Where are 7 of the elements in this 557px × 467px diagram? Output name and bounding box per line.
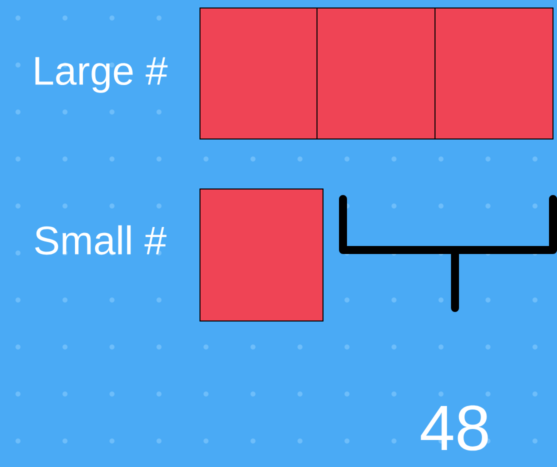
label-text: Large # (35, 57, 168, 93)
label-text: 48 (420, 405, 488, 451)
block (434, 8, 554, 140)
block (200, 8, 318, 140)
block (316, 8, 436, 140)
label-text: Small # (35, 225, 166, 255)
block (200, 188, 324, 322)
